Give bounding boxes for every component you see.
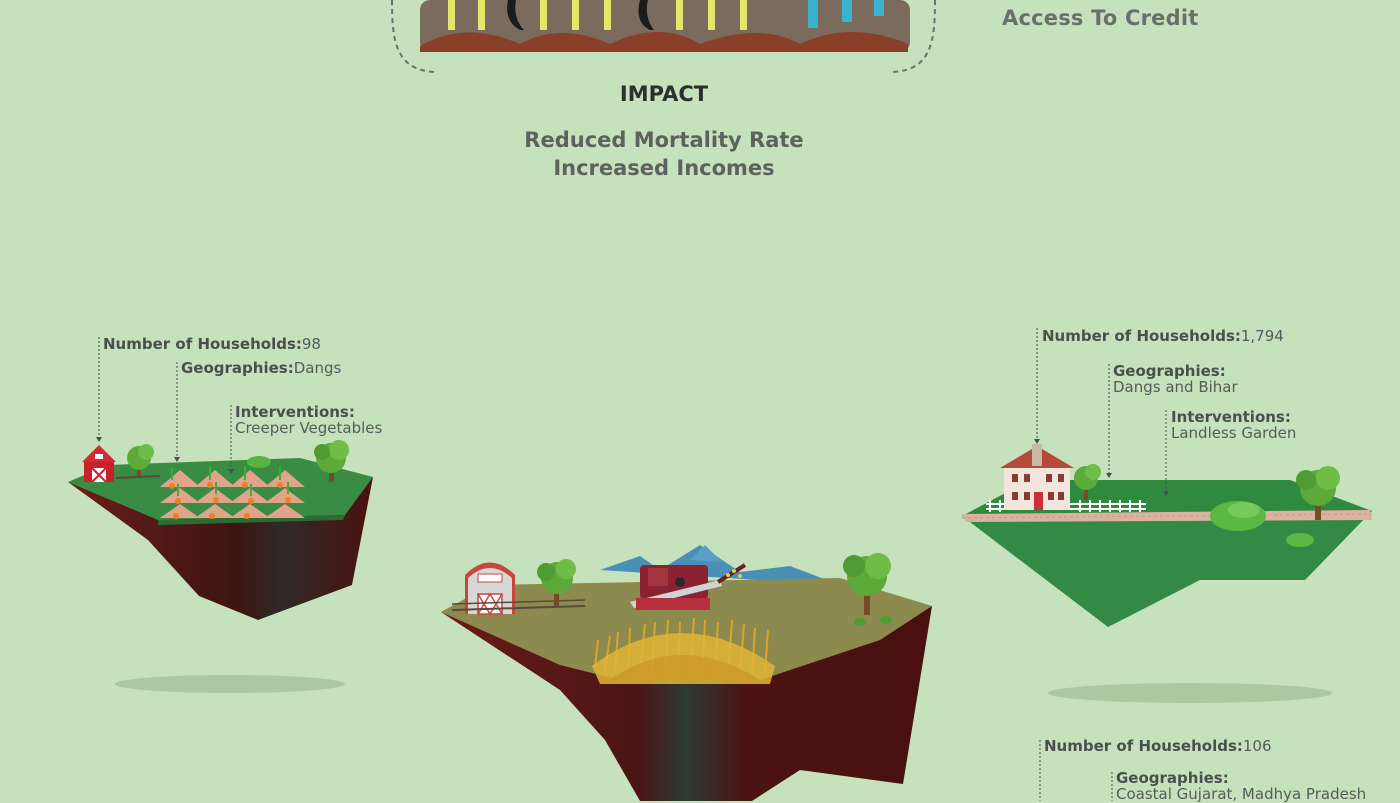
households-label: Number of Households:1,794 [1042,328,1284,344]
geographies-key: Geographies: [1116,769,1229,787]
banner-illustration [391,0,936,73]
geographies-value: Dangs [293,359,342,377]
access-to-credit-label: Access To Credit [1002,6,1199,30]
pointer-lines [98,328,1167,801]
impact-heading: IMPACT [619,82,709,106]
tree [1074,464,1101,500]
geographies-label: Geographies: Dangs and Bihar [1113,363,1238,395]
tree [314,440,349,482]
barn-grey [465,562,515,616]
households-value: 1,794 [1240,327,1284,345]
interventions-key: Interventions: [1171,408,1291,426]
geographies-key: Geographies: [1113,362,1226,380]
households-label: Number of Households:98 [103,336,321,352]
households-value: 98 [301,335,321,353]
house [1000,444,1074,510]
island-creeper-vegetables [68,440,373,693]
households-key: Number of Households: [103,335,302,353]
geographies-label: Geographies: Coastal Gujarat, Madhya Pra… [1116,770,1366,802]
geographies-value: Dangs and Bihar [1113,378,1238,396]
households-key: Number of Households: [1044,737,1243,755]
geographies-key: Geographies: [181,359,294,377]
impact-line-mortality: Reduced Mortality Rate [524,128,804,152]
interventions-value: Landless Garden [1171,424,1297,442]
interventions-key: Interventions: [235,403,355,421]
tree [1296,466,1340,520]
island-landless-garden [961,444,1373,703]
households-label: Number of Households:106 [1044,738,1272,754]
tree [127,444,154,476]
tree [537,559,576,606]
geographies-label: Geographies:Dangs [181,360,341,376]
interventions-value: Creeper Vegetables [235,419,383,437]
barn-red [82,445,116,483]
geographies-value: Coastal Gujarat, Madhya Pradesh [1116,785,1367,803]
island-harvest-field [441,545,932,801]
impact-line-incomes: Increased Incomes [553,156,775,180]
combine-harvester [630,563,747,610]
interventions-label: Interventions: Landless Garden [1171,409,1296,441]
households-key: Number of Households: [1042,327,1241,345]
interventions-label: Interventions: Creeper Vegetables [235,404,382,436]
tree [843,553,891,615]
households-value: 106 [1242,737,1272,755]
